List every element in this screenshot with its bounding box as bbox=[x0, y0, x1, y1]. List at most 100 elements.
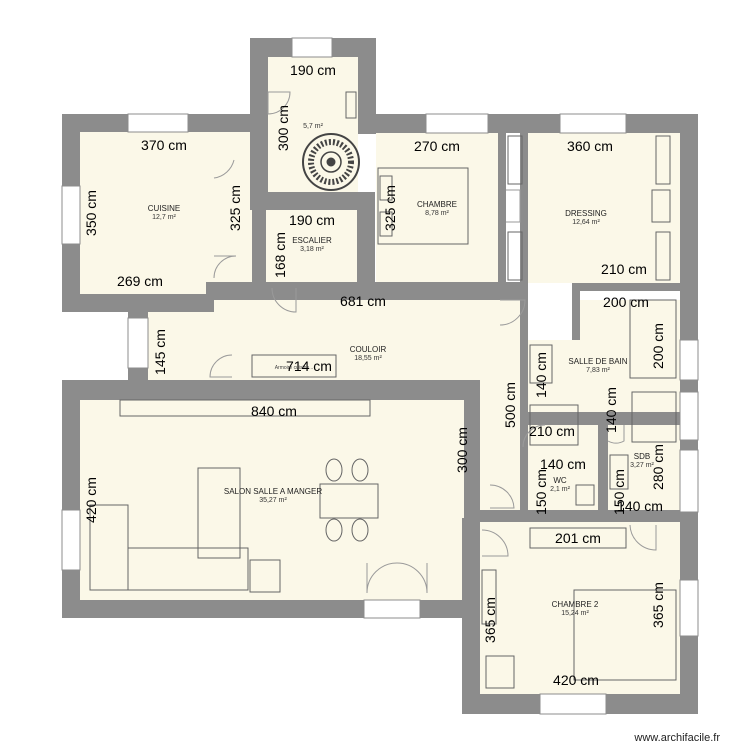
wall bbox=[358, 38, 376, 134]
sofa-icon bbox=[197, 467, 241, 559]
sofa-icon bbox=[127, 547, 249, 591]
floor-dressing bbox=[528, 133, 680, 283]
floor-chambre bbox=[376, 133, 498, 282]
window bbox=[425, 113, 489, 134]
room-name-chambre: CHAMBRE bbox=[417, 200, 457, 209]
floor-sdbain-left bbox=[528, 340, 588, 412]
door-swing bbox=[499, 299, 526, 326]
desk-chair-icon bbox=[485, 655, 515, 689]
wall bbox=[252, 192, 374, 210]
desk-icon bbox=[481, 569, 497, 625]
room-area-chambre2: 15,24 m² bbox=[561, 610, 589, 617]
wardrobe-icon bbox=[529, 527, 627, 549]
dimension-label: 140 cm bbox=[617, 498, 663, 514]
dimension-label: 200 cm bbox=[650, 323, 666, 369]
room-area-cuisine: 12,7 m² bbox=[152, 214, 176, 221]
room-name-cuisine: CUISINE bbox=[148, 204, 180, 213]
dimension-label: 300 cm bbox=[454, 427, 470, 473]
wall bbox=[462, 518, 480, 714]
toilet-icon bbox=[575, 484, 595, 506]
armchair-icon bbox=[249, 559, 281, 593]
dimension-label: 370 cm bbox=[141, 137, 187, 153]
room-name-salle-de-bain: SALLE DE BAIN bbox=[568, 357, 627, 366]
dimension-label: 190 cm bbox=[289, 212, 335, 228]
room-name-chambre2: CHAMBRE 2 bbox=[552, 600, 599, 609]
dimension-label: 140 cm bbox=[540, 456, 586, 472]
window bbox=[127, 317, 149, 369]
dimension-label: 350 cm bbox=[83, 190, 99, 236]
dimension-label: 210 cm bbox=[529, 423, 575, 439]
wall bbox=[520, 332, 528, 522]
dimension-label: 140 cm bbox=[603, 387, 619, 433]
pillow-icon bbox=[379, 211, 393, 237]
floors bbox=[80, 57, 680, 694]
door-swing bbox=[366, 562, 398, 594]
dimension-label: 500 cm bbox=[502, 382, 518, 428]
window bbox=[61, 185, 81, 245]
bed-icon bbox=[573, 589, 677, 681]
door-swing bbox=[271, 287, 297, 313]
wall bbox=[520, 133, 528, 333]
dimension-label: 150 cm bbox=[611, 469, 627, 515]
dimension-label: 420 cm bbox=[553, 672, 599, 688]
bathtub-icon bbox=[629, 299, 677, 379]
window bbox=[559, 113, 627, 134]
wall bbox=[62, 380, 80, 618]
dimension-label: 365 cm bbox=[650, 582, 666, 628]
wall bbox=[376, 114, 698, 133]
wall bbox=[206, 282, 528, 300]
tv-cabinet-icon bbox=[119, 399, 371, 417]
chair-icon bbox=[351, 458, 369, 482]
door-swing bbox=[213, 255, 237, 279]
dimension-label: 365 cm bbox=[482, 597, 498, 643]
doors bbox=[209, 91, 657, 594]
window bbox=[539, 693, 607, 715]
room-area-small: 5,7 m² bbox=[303, 123, 324, 130]
wall bbox=[480, 510, 680, 522]
door-swing bbox=[481, 529, 509, 557]
door-swing bbox=[396, 562, 428, 594]
vanity-icon bbox=[529, 344, 553, 384]
credit-link[interactable]: www.archifacile.fr bbox=[634, 732, 720, 744]
window bbox=[291, 37, 333, 58]
dimension-labels: 190 cm 300 cm 370 cm 350 cm 325 cm 269 c… bbox=[83, 62, 666, 688]
dimension-label: 145 cm bbox=[152, 329, 168, 375]
dimension-label: 325 cm bbox=[227, 185, 243, 231]
bed-icon bbox=[377, 167, 469, 245]
floor-salon bbox=[80, 400, 464, 600]
door-swing bbox=[209, 354, 233, 378]
door-swing bbox=[506, 189, 521, 223]
wall bbox=[464, 380, 480, 520]
dimension-label: 190 cm bbox=[290, 62, 336, 78]
dimension-label: 300 cm bbox=[275, 105, 291, 151]
room-area-couloir: 18,55 m² bbox=[354, 355, 382, 362]
pillow-icon bbox=[379, 175, 393, 201]
windows bbox=[61, 37, 699, 715]
chair-icon bbox=[325, 518, 343, 542]
room-name-sdb: SDB bbox=[634, 452, 650, 461]
dimension-label: 201 cm bbox=[555, 530, 601, 546]
door-swing bbox=[629, 524, 657, 551]
door-swing bbox=[607, 425, 625, 444]
door-swing bbox=[213, 159, 235, 179]
dimension-label: 280 cm bbox=[650, 444, 666, 490]
room-area-dressing: 12,64 m² bbox=[572, 219, 600, 226]
room-area-sdb: 3,27 m² bbox=[630, 462, 654, 469]
room-area-salon: 35,27 m² bbox=[259, 497, 287, 504]
shower-icon bbox=[529, 404, 579, 446]
dimension-label: 325 cm bbox=[382, 185, 398, 231]
wall bbox=[598, 425, 608, 520]
room-area-escalier: 3,18 m² bbox=[300, 246, 324, 253]
door-swing bbox=[489, 484, 515, 509]
dimension-label: 714 cm bbox=[286, 358, 332, 374]
window bbox=[363, 599, 421, 619]
window bbox=[679, 449, 699, 513]
wall bbox=[252, 132, 266, 292]
room-name-dressing: DRESSING bbox=[565, 209, 607, 218]
room-area-wc: 2,1 m² bbox=[550, 486, 571, 493]
room-name-escalier: ESCALIER bbox=[292, 236, 332, 245]
spiral-staircase-icon bbox=[302, 133, 360, 191]
window bbox=[61, 509, 81, 571]
wall bbox=[357, 192, 375, 290]
dimension-label: 150 cm bbox=[533, 469, 549, 515]
